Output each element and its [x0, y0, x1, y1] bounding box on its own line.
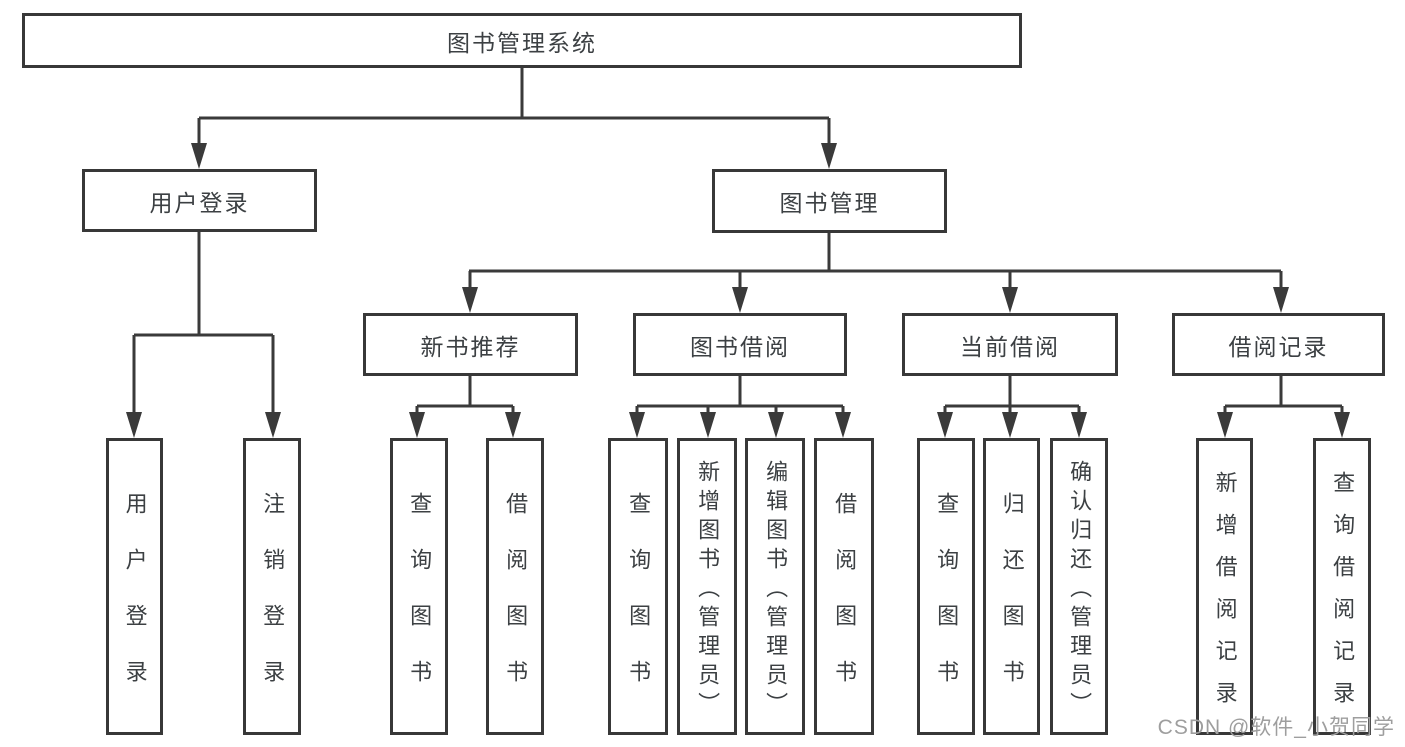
node-book-borrow: 图书借阅 — [633, 313, 847, 376]
leaf-logout: 注销登录 — [243, 438, 301, 735]
leaf-user-login: 用户登录 — [106, 438, 163, 735]
arrowheads — [126, 143, 1350, 438]
node-borrow-records: 借阅记录 — [1172, 313, 1385, 376]
leaf-edit-books-admin-label: 编辑图书（管理员） — [763, 459, 789, 721]
leaf-add-books-admin: 新增图书（管理员） — [677, 438, 737, 735]
leaf-add-books-admin-label: 新增图书（管理员） — [695, 459, 721, 721]
leaf-query-books-current: 查询图书 — [917, 438, 975, 735]
leaf-query-books-borrow-label: 查询图书 — [626, 491, 652, 716]
leaf-logout-label: 注销登录 — [260, 491, 286, 716]
leaf-query-borrow-record-label: 查询借阅记录 — [1330, 470, 1356, 723]
node-book-management: 图书管理 — [712, 169, 947, 233]
leaf-query-books-borrow: 查询图书 — [608, 438, 668, 735]
leaf-query-books-current-label: 查询图书 — [934, 491, 960, 716]
leaf-query-books-recommend-label: 查询图书 — [407, 491, 433, 716]
leaf-return-books-label: 归还图书 — [999, 491, 1025, 716]
leaf-edit-books-admin: 编辑图书（管理员） — [745, 438, 805, 735]
leaf-query-borrow-record: 查询借阅记录 — [1313, 438, 1371, 735]
leaf-borrow-books-label: 借阅图书 — [832, 491, 858, 716]
leaf-borrow-books: 借阅图书 — [814, 438, 874, 735]
leaf-confirm-return-admin: 确认归还（管理员） — [1050, 438, 1108, 735]
node-current-borrow: 当前借阅 — [902, 313, 1118, 376]
watermark: CSDN @软件_小贺同学 — [1157, 716, 1395, 739]
leaf-borrow-books-recommend: 借阅图书 — [486, 438, 544, 735]
leaf-borrow-books-recommend-label: 借阅图书 — [503, 491, 529, 716]
leaf-query-books-recommend: 查询图书 — [390, 438, 448, 735]
leaf-user-login-label: 用户登录 — [122, 491, 148, 716]
leaf-return-books: 归还图书 — [983, 438, 1040, 735]
connector-path — [132, 68, 1344, 415]
node-new-book-recommend: 新书推荐 — [363, 313, 578, 376]
leaf-add-borrow-record: 新增借阅记录 — [1196, 438, 1253, 735]
node-root: 图书管理系统 — [22, 13, 1022, 68]
leaf-confirm-return-admin-label: 确认归还（管理员） — [1067, 459, 1093, 721]
leaf-add-borrow-record-label: 新增借阅记录 — [1212, 470, 1238, 723]
node-user-login: 用户登录 — [82, 169, 317, 232]
